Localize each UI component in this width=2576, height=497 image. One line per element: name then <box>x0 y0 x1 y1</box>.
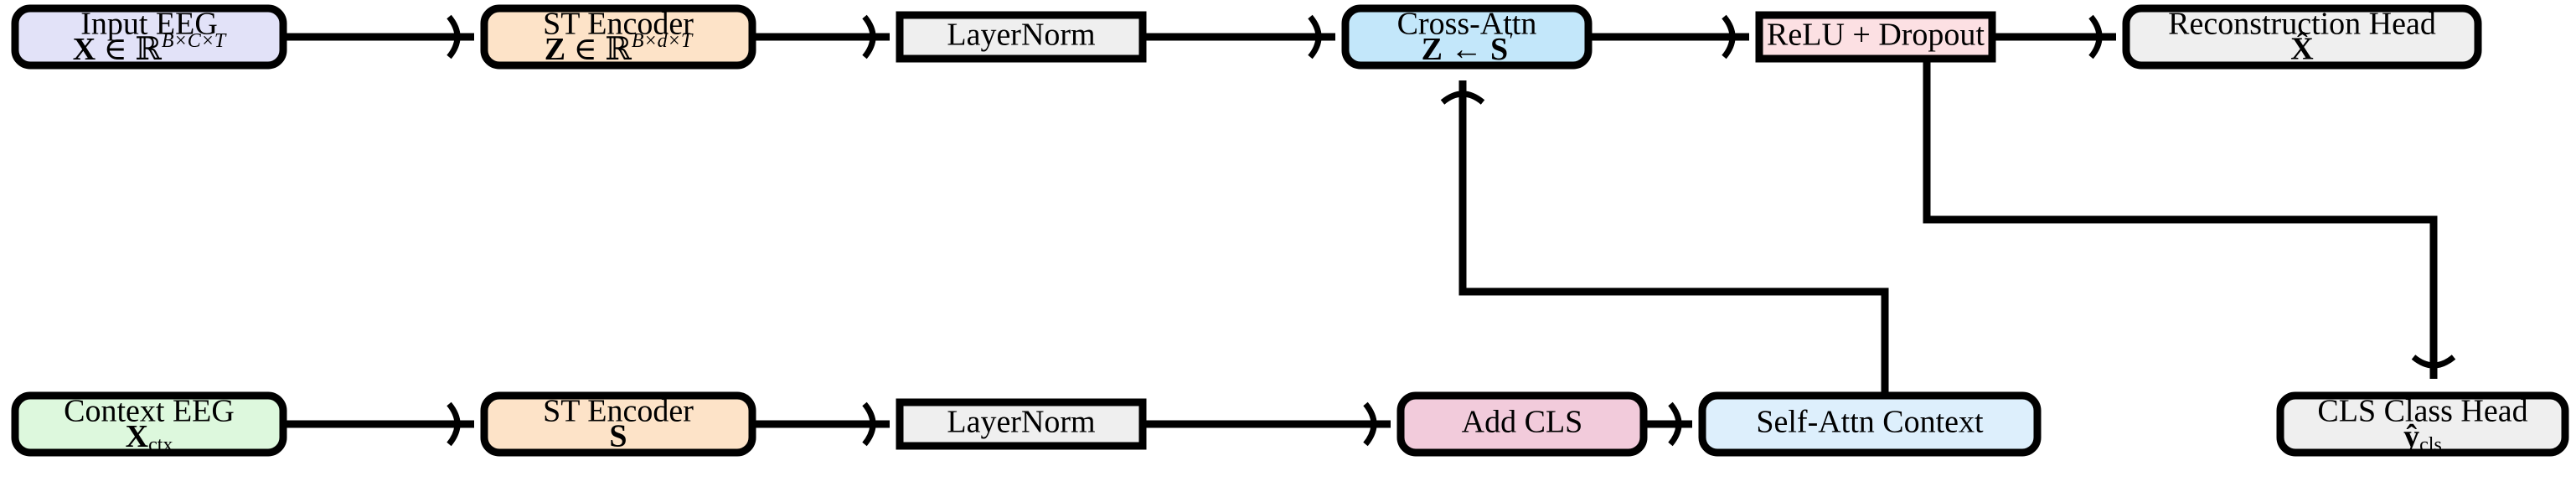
cls-class-head-line2: ŷcls <box>2403 419 2442 456</box>
edge-context-to-stencoder-bottom <box>283 401 474 447</box>
node-add-cls[interactable]: Add CLS <box>1396 391 1648 457</box>
edge-layer <box>283 14 2456 447</box>
node-reconstruction-head[interactable]: Reconstruction Head X̂ <box>2122 4 2482 70</box>
node-cls-class-head[interactable]: CLS Class Head ŷcls <box>2276 391 2569 457</box>
self-attn-context-label: Self-Attn Context <box>1756 405 1984 440</box>
cls-class-head-line1: CLS Class Head <box>2317 394 2527 429</box>
edge-layernorm-to-crossattn <box>1143 14 1335 60</box>
edge-stencoder-to-layernorm-bottom <box>752 401 890 447</box>
input-eeg-line2: X ∈ ℝB×C×T <box>73 30 227 67</box>
cross-attn-line2: Z ← S′ <box>1422 30 1513 67</box>
edge-layernorm-to-addcls <box>1143 401 1391 447</box>
input-eeg-line1: Input EEG <box>80 7 218 42</box>
context-eeg-line2: Xctx <box>126 419 173 456</box>
edge-input-to-stencoder-top <box>283 14 474 60</box>
node-input-eeg[interactable]: Input EEG X ∈ ℝB×C×T <box>11 4 287 70</box>
reconstruction-head-line1: Reconstruction Head <box>2168 7 2436 42</box>
edge-relu-to-clsclasshead <box>1923 59 2456 379</box>
st-encoder-bottom-line1: ST Encoder <box>543 394 694 429</box>
st-encoder-bottom-line2: S <box>609 419 627 454</box>
node-context-eeg[interactable]: Context EEG Xctx <box>11 391 287 457</box>
node-layernorm-bottom[interactable]: LayerNorm <box>896 398 1147 450</box>
reconstruction-head-line2: X̂ <box>2290 32 2313 67</box>
context-eeg-line1: Context EEG <box>64 394 235 429</box>
node-st-encoder-top[interactable]: ST Encoder Z ∈ ℝB×d×T <box>480 4 756 70</box>
layernorm-bottom-label: LayerNorm <box>947 405 1095 440</box>
edge-stencoder-to-layernorm-top <box>752 14 890 60</box>
node-self-attn-context[interactable]: Self-Attn Context <box>1698 391 2042 457</box>
edge-crossattn-to-relu <box>1588 14 1749 60</box>
node-cross-attn[interactable]: Cross-Attn Z ← S′ <box>1341 4 1593 70</box>
st-encoder-top-line1: ST Encoder <box>543 7 694 42</box>
layernorm-top-label: LayerNorm <box>947 18 1095 53</box>
st-encoder-top-line2: Z ∈ ℝB×d×T <box>545 30 694 67</box>
cross-attn-line1: Cross-Attn <box>1397 7 1537 42</box>
edge-selfattn-to-crossattn <box>1440 80 1889 396</box>
node-layernorm-top[interactable]: LayerNorm <box>896 11 1147 63</box>
relu-dropout-label: ReLU + Dropout <box>1767 18 1985 53</box>
add-cls-label: Add CLS <box>1462 405 1583 440</box>
edge-addcls-to-selfattn <box>1644 401 1692 447</box>
node-relu-dropout[interactable]: ReLU + Dropout <box>1755 11 1996 63</box>
edge-relu-to-reconstruction <box>1992 14 2116 60</box>
node-st-encoder-bottom[interactable]: ST Encoder S <box>480 391 756 457</box>
